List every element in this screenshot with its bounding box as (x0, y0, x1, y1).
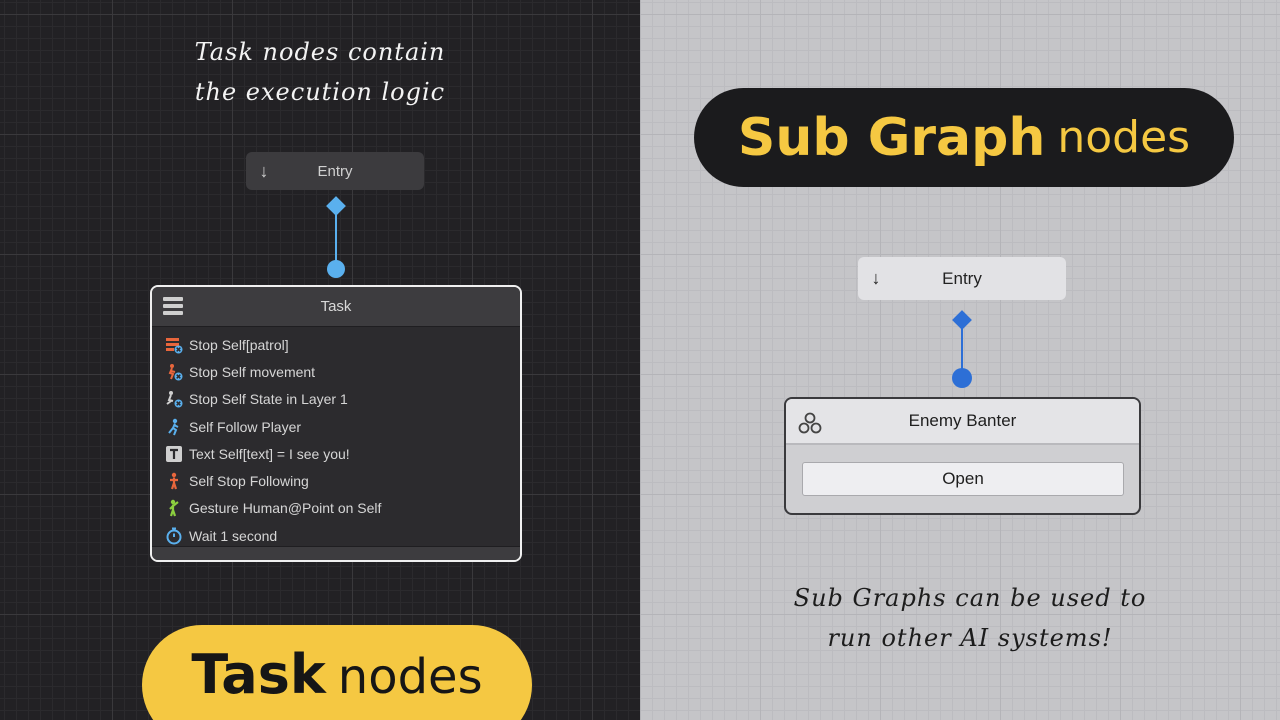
task-nodes-title: Task nodes (142, 625, 532, 720)
follow-icon (164, 417, 184, 437)
connector-line (335, 209, 337, 269)
entry-node[interactable]: ↓ Entry (246, 152, 424, 190)
task-item-label: Gesture Human@Point on Self (189, 500, 382, 517)
task-note: Task nodes contain the execution logic (120, 32, 520, 112)
entry-node-label: Entry (942, 268, 982, 288)
task-node-title: Task (320, 298, 352, 315)
arrow-down-icon: ↓ (259, 160, 269, 181)
sub-graph-node-title: Enemy Banter (908, 411, 1017, 430)
sub-graph-note-line-1: Sub Graphs can be used to (793, 584, 1147, 612)
task-item[interactable]: Wait 1 second (152, 522, 520, 549)
entry-node-label: Entry (317, 162, 353, 180)
task-node-header[interactable]: Task (152, 287, 520, 327)
task-list: Stop Self[patrol] Stop Self movement Sto… (152, 327, 520, 549)
task-nodes-title-bold: Task (191, 643, 326, 706)
task-nodes-title-light: nodes (337, 649, 483, 705)
task-nodes-panel: Task nodes contain the execution logic ↓… (0, 0, 640, 720)
task-node-footer (152, 546, 520, 560)
entry-task-connector[interactable] (326, 196, 346, 279)
task-item[interactable]: Self Stop Following (152, 467, 520, 494)
task-node[interactable]: Task Stop Self[patrol] Stop Self movemen… (150, 285, 522, 562)
entry-subgraph-connector[interactable] (952, 310, 972, 391)
connector-line (961, 323, 963, 379)
task-item-label: Self Follow Player (189, 418, 302, 435)
timer-icon (164, 526, 184, 546)
task-list-icon (163, 297, 183, 315)
task-item-label: Stop Self movement (189, 363, 316, 380)
input-port[interactable] (327, 260, 345, 278)
sub-graph-node[interactable]: Enemy Banter Open (784, 397, 1141, 515)
sub-graph-icon (798, 412, 822, 434)
stop-following-icon (164, 471, 184, 491)
input-port[interactable] (952, 368, 972, 388)
sub-graph-title-bold: Sub Graph (737, 107, 1046, 168)
task-item[interactable]: Stop Self[patrol] (152, 331, 520, 358)
open-button[interactable]: Open (802, 462, 1124, 496)
task-item-label: Self Stop Following (189, 473, 309, 490)
task-item-label: Stop Self State in Layer 1 (189, 391, 348, 408)
entry-node[interactable]: ↓ Entry (858, 257, 1066, 300)
sub-graph-note-line-2: run other AI systems! (827, 624, 1113, 652)
task-item[interactable]: Self Follow Player (152, 413, 520, 440)
task-item[interactable]: Stop Self movement (152, 358, 520, 385)
task-note-line-2: the execution logic (194, 78, 446, 106)
task-item-label: Text Self[text] = I see you! (189, 445, 350, 462)
stop-movement-icon (164, 362, 184, 382)
task-item-label: Stop Self[patrol] (189, 336, 289, 353)
output-port[interactable] (952, 310, 972, 330)
gesture-icon (164, 498, 184, 518)
sub-graph-panel: Sub Graph nodes ↓ Entry Enemy Banter Ope… (640, 0, 1280, 720)
task-item[interactable]: Stop Self State in Layer 1 (152, 386, 520, 413)
stop-state-icon (164, 389, 184, 409)
sub-graph-title: Sub Graph nodes (694, 88, 1234, 187)
sub-graph-note: Sub Graphs can be used to run other AI s… (720, 578, 1220, 658)
arrow-down-icon: ↓ (871, 268, 881, 288)
task-item[interactable]: Gesture Human@Point on Self (152, 495, 520, 522)
task-note-line-1: Task nodes contain (194, 38, 446, 66)
task-item-label: Wait 1 second (189, 527, 278, 544)
output-port[interactable] (326, 196, 346, 216)
sub-graph-title-light: nodes (1057, 112, 1191, 163)
text-icon (164, 444, 184, 464)
stop-list-icon (164, 335, 184, 355)
sub-graph-node-header[interactable]: Enemy Banter (786, 399, 1139, 445)
task-item[interactable]: Text Self[text] = I see you! (152, 440, 520, 467)
